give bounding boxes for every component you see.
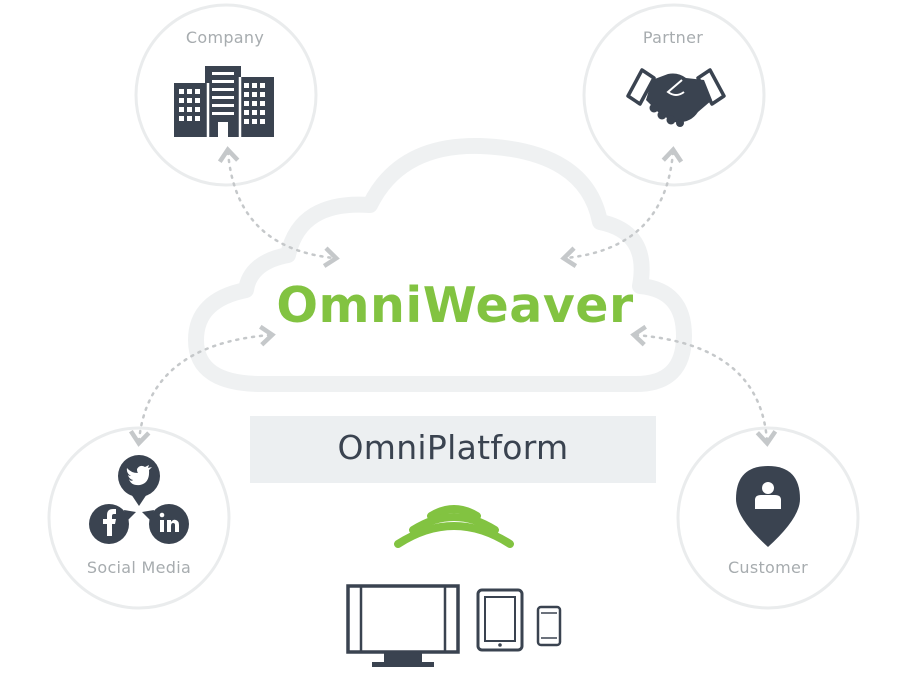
facebook-icon: [89, 504, 136, 544]
omniweaver-title: OmniWeaver: [276, 277, 634, 334]
customer-pin-icon: [736, 466, 800, 547]
omniplatform-label: OmniPlatform: [337, 428, 569, 467]
company-label: Company: [185, 28, 265, 47]
partner-label: Partner: [642, 28, 704, 47]
smartphone-icon: [536, 605, 562, 647]
omniplatform-bar: OmniPlatform: [250, 416, 656, 483]
monitor-icon: [346, 584, 460, 667]
wireless-signal-icon: [394, 505, 514, 548]
linkedin-icon: [142, 504, 189, 544]
tablet-icon: [476, 588, 524, 652]
social-icons-cluster: [89, 455, 189, 544]
customer-label: Customer: [727, 558, 809, 577]
social-media-label: Social Media: [86, 558, 192, 577]
cloud-shape: [188, 137, 692, 392]
handshake-icon: [626, 68, 726, 127]
connector-company: [217, 146, 340, 268]
buildings-icon: [174, 66, 274, 137]
connector-partner: [560, 146, 684, 268]
twitter-icon: [118, 455, 160, 506]
